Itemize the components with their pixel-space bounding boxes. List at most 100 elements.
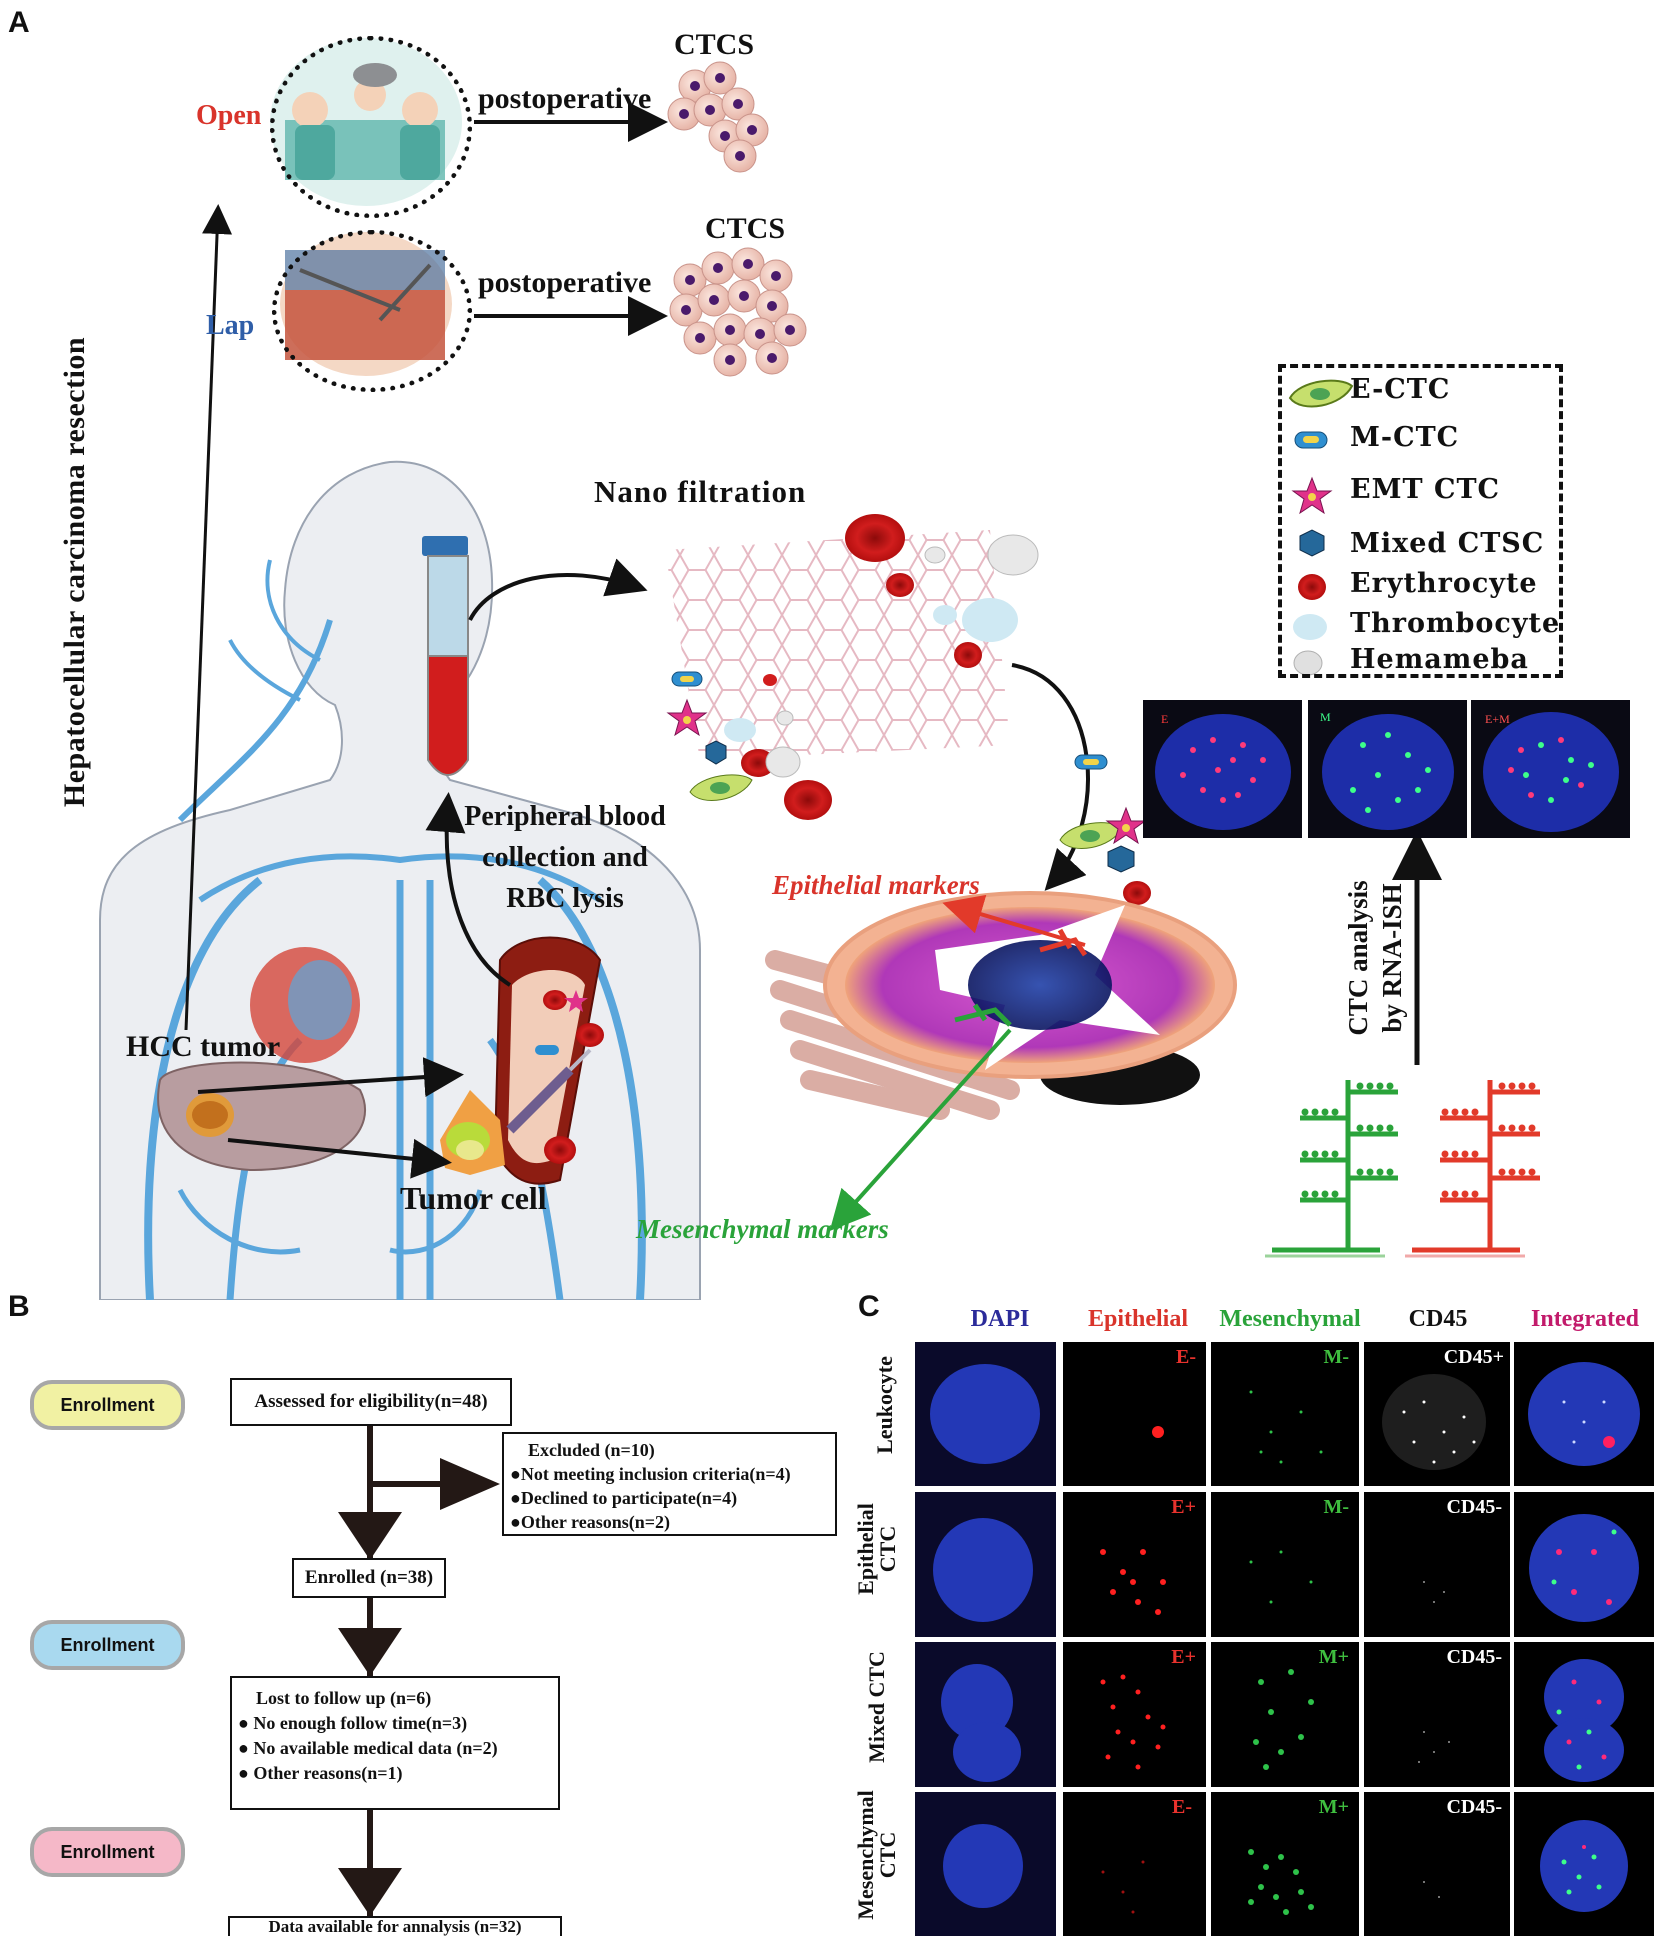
postoperative-label-2: postoperative bbox=[478, 266, 652, 299]
hcc-tumor-label: HCC tumor bbox=[126, 1030, 281, 1063]
micrograph-em-tag: E+M bbox=[1485, 712, 1510, 726]
image-mesenchymal-mesenchymal: M+ bbox=[1211, 1792, 1359, 1936]
epithelial-markers-label: Epithelial markers bbox=[772, 870, 980, 900]
ctcs-label-2: CTCS bbox=[705, 212, 786, 245]
enrolled-box: Enrolled (n=38) bbox=[292, 1558, 446, 1598]
image-leukocyte-epithelial: E- bbox=[1063, 1342, 1206, 1486]
image-mesenchymal-epithelial: E- bbox=[1063, 1792, 1206, 1936]
image-leukocyte-mesenchymal: M- bbox=[1211, 1342, 1359, 1486]
tag-e: E- bbox=[1172, 1796, 1192, 1818]
ctc-analysis-label: CTC analysis by RNA-ISH bbox=[1343, 880, 1407, 1036]
tag-m: M- bbox=[1323, 1496, 1349, 1518]
tag-cd45: CD45- bbox=[1446, 1646, 1502, 1668]
data-available-box: Data available for annalysis (n=32) bbox=[228, 1916, 562, 1936]
image-epithelial-cd45: CD45- bbox=[1364, 1492, 1510, 1637]
panel-b-label: B bbox=[8, 1290, 30, 1323]
tag-cd45: CD45+ bbox=[1443, 1346, 1504, 1368]
tag-m: M- bbox=[1323, 1346, 1349, 1368]
panel-c-label: C bbox=[858, 1290, 880, 1323]
legend-e-ctc: E-CTC bbox=[1350, 374, 1451, 405]
tag-cd45: CD45- bbox=[1446, 1796, 1502, 1818]
excluded-title: Excluded (n=10) bbox=[528, 1440, 655, 1460]
nano-filtration-mesh bbox=[665, 514, 1039, 820]
image-mixed-epithelial: E+ bbox=[1063, 1642, 1206, 1787]
image-mesenchymal-integrated bbox=[1514, 1792, 1654, 1936]
tumor-cell-cluster bbox=[440, 1090, 505, 1175]
culture-dish bbox=[765, 891, 1237, 1231]
enrollment-pill-3: Enrollment bbox=[30, 1827, 185, 1877]
rna-ish-probe-green bbox=[1272, 1080, 1398, 1253]
image-mixed-integrated bbox=[1514, 1642, 1654, 1787]
ctcs-label-1: CTCS bbox=[674, 28, 755, 61]
tag-e: E+ bbox=[1171, 1496, 1196, 1518]
legend-erythrocyte: Erythrocyte bbox=[1350, 568, 1538, 599]
rna-ish-probe-red bbox=[1412, 1080, 1540, 1253]
assessed-box: Assessed for eligibility(n=48) bbox=[230, 1378, 512, 1426]
image-leukocyte-cd45: CD45+ bbox=[1364, 1342, 1510, 1486]
tag-m: M+ bbox=[1318, 1796, 1349, 1818]
lost-item: ● No available medical data (n=2) bbox=[238, 1738, 498, 1758]
legend-top-border bbox=[1278, 364, 1563, 368]
open-label: Open bbox=[196, 100, 262, 131]
ctc-cluster-2 bbox=[669, 247, 807, 377]
cell-type-legend bbox=[1278, 364, 1563, 678]
excluded-item: ●Declined to participate(n=4) bbox=[510, 1488, 738, 1508]
enrollment-pill-2: Enrollment bbox=[30, 1620, 185, 1670]
tumor-cell-label: Tumor cell bbox=[400, 1180, 547, 1216]
micrograph-em: E+M bbox=[1471, 700, 1630, 838]
lost-item: ● Other reasons(n=1) bbox=[238, 1763, 403, 1783]
excluded-box: Excluded (n=10) ●Not meeting inclusion c… bbox=[502, 1432, 837, 1536]
header-mesenchymal: Mesenchymal bbox=[1219, 1306, 1361, 1332]
legend-hemameba: Hemameba bbox=[1350, 644, 1529, 675]
ctc-cluster-1 bbox=[667, 61, 769, 173]
panel-a-label: A bbox=[8, 6, 30, 39]
image-epithelial-epithelial: E+ bbox=[1063, 1492, 1206, 1637]
micrograph-e-tag: E bbox=[1161, 712, 1169, 726]
legend-bottom-border bbox=[1278, 674, 1563, 678]
lost-to-follow-box: Lost to follow up (n=6) ● No enough foll… bbox=[230, 1676, 560, 1810]
nano-filtration-label: Nano filtration bbox=[594, 474, 807, 509]
blood-tube bbox=[422, 536, 469, 776]
tag-m: M+ bbox=[1318, 1646, 1349, 1668]
header-dapi: DAPI bbox=[970, 1306, 1030, 1332]
legend-thrombocyte: Thrombocyte bbox=[1350, 608, 1561, 639]
micrograph-m-image bbox=[1322, 714, 1454, 830]
row-label-mixed-ctc: Mixed CTC bbox=[864, 1651, 889, 1763]
image-epithelial-dapi bbox=[915, 1492, 1056, 1637]
micrograph-m-tag: M bbox=[1320, 710, 1331, 724]
postoperative-label-1: postoperative bbox=[478, 82, 652, 115]
lap-surgery-oval bbox=[272, 230, 472, 392]
image-mixed-cd45: CD45- bbox=[1364, 1642, 1510, 1787]
image-mesenchymal-cd45: CD45- bbox=[1364, 1792, 1510, 1936]
image-mixed-mesenchymal: M+ bbox=[1211, 1642, 1359, 1787]
micrograph-e: E bbox=[1143, 700, 1302, 838]
legend-mixed-ctsc: Mixed CTSC bbox=[1350, 528, 1545, 559]
image-mesenchymal-dapi bbox=[915, 1792, 1056, 1936]
image-leukocyte-dapi bbox=[915, 1342, 1056, 1486]
lost-item: ● No enough follow time(n=3) bbox=[238, 1713, 468, 1733]
header-integrated: Integrated bbox=[1531, 1306, 1639, 1332]
image-epithelial-integrated bbox=[1514, 1492, 1654, 1637]
micrograph-m: M bbox=[1308, 700, 1467, 838]
enrollment-pill-1: Enrollment bbox=[30, 1380, 185, 1430]
header-epithelial: Epithelial bbox=[1087, 1306, 1189, 1332]
micrograph-e-image bbox=[1155, 714, 1291, 830]
image-epithelial-mesenchymal: M- bbox=[1211, 1492, 1359, 1637]
vertical-title: Hepatocellular carcinoma resection bbox=[58, 336, 91, 808]
lap-label: Lap bbox=[206, 310, 255, 341]
lost-title: Lost to follow up (n=6) bbox=[256, 1688, 432, 1708]
tag-cd45: CD45- bbox=[1446, 1496, 1502, 1518]
legend-m-ctc: M-CTC bbox=[1350, 422, 1460, 453]
legend-icons bbox=[1288, 379, 1354, 676]
tag-e: E- bbox=[1176, 1346, 1196, 1368]
excluded-item: ●Not meeting inclusion criteria(n=4) bbox=[510, 1464, 791, 1484]
header-cd45: CD45 bbox=[1408, 1306, 1468, 1332]
micrograph-em-image bbox=[1483, 712, 1619, 832]
legend-labels: E-CTC M-CTC EMT CTC Mixed CTSC Erythrocy… bbox=[1290, 364, 1560, 678]
mesenchymal-markers-label: Mesenchymal markers bbox=[636, 1214, 889, 1244]
legend-emt-ctc: EMT CTC bbox=[1350, 474, 1501, 505]
flowchart-connectors bbox=[338, 1422, 500, 1916]
peripheral-blood-label: Peripheral blood collection and RBC lysi… bbox=[464, 801, 666, 914]
